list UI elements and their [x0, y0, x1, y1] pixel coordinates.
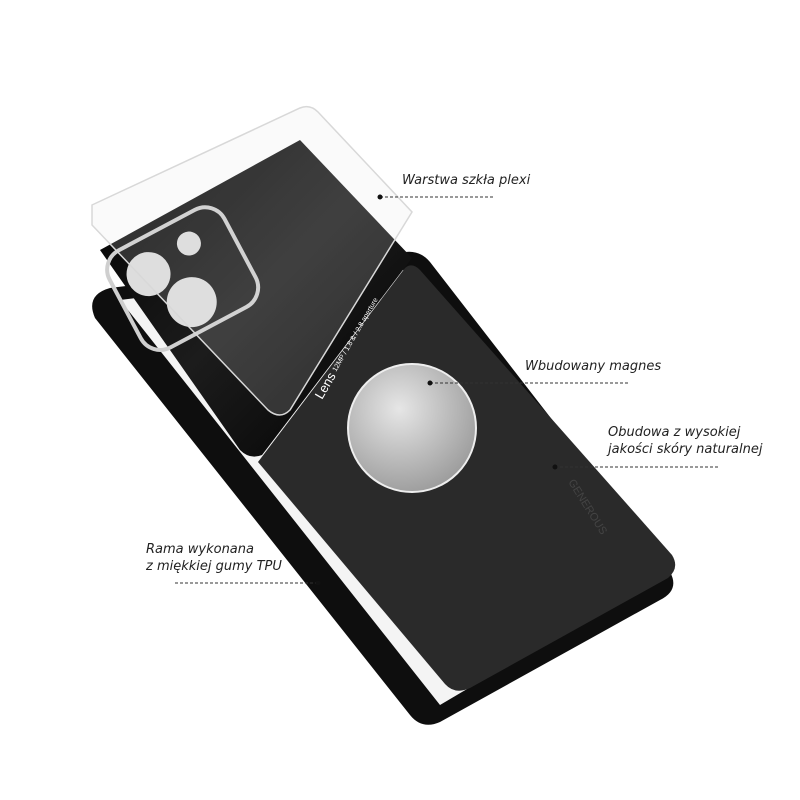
callout-dots — [315, 194, 558, 586]
callout-leather-1: Obudowa z wysokiej — [608, 425, 741, 440]
callout-lines — [175, 196, 718, 584]
callout-plexi: Warstwa szkła plexi — [402, 173, 531, 188]
magnet-disc — [347, 363, 477, 493]
callout-frame-2: z miękkiej gumy TPU — [146, 559, 282, 574]
camera-module — [105, 205, 261, 352]
callout-magnet: Wbudowany magnes — [525, 359, 662, 374]
leather-back — [258, 265, 676, 691]
callout-leather-2: jakości skóry naturalnej — [608, 442, 763, 457]
callout-frame-1: Rama wykonana — [146, 542, 254, 557]
plexi-layer — [91, 105, 413, 416]
